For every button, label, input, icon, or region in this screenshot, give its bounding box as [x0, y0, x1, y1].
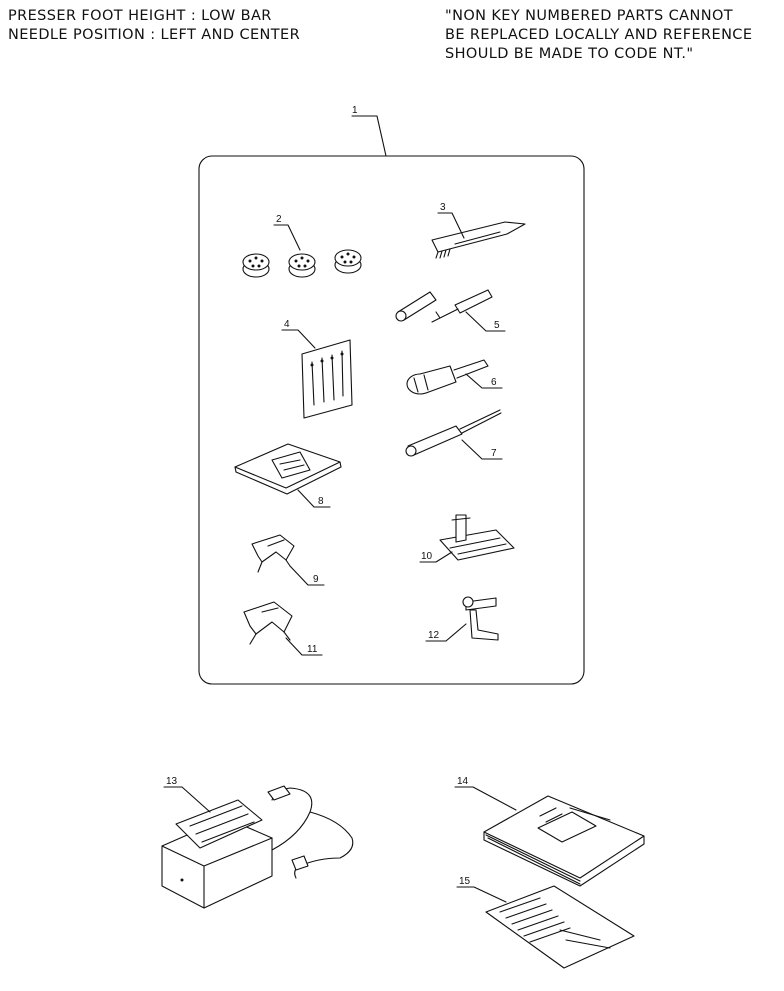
callout-label-3: 3 — [440, 202, 446, 213]
callout-label-5: 5 — [494, 320, 500, 331]
header-right: "NON KEY NUMBERED PARTS CANNOT BE REPLAC… — [445, 7, 752, 64]
small-screwdriver-illustration — [405, 409, 502, 457]
callout-label-6: 6 — [491, 377, 497, 388]
foot-controller-illustration — [161, 785, 354, 909]
needle-position-note: NEEDLE POSITION : LEFT AND CENTER — [8, 27, 301, 43]
lint-brush-illustration — [431, 221, 526, 259]
callout-label-12: 12 — [428, 630, 440, 641]
presser-foot-9-illustration — [251, 534, 295, 573]
presser-foot-11-illustration — [243, 601, 293, 645]
callout-3: 3 — [437, 202, 465, 239]
presser-foot-12-illustration — [462, 596, 499, 641]
accessory-box — [198, 155, 585, 685]
callout-13: 13 — [163, 776, 211, 813]
instruction-book-illustration — [483, 795, 645, 887]
callout-9: 9 — [289, 565, 325, 586]
callout-label-4: 4 — [284, 319, 290, 330]
callout-11: 11 — [285, 637, 323, 656]
seam-ripper-illustration — [395, 289, 493, 323]
callout-label-14: 14 — [457, 776, 469, 787]
callout-4: 4 — [281, 319, 316, 349]
presser-foot-10-illustration — [439, 514, 515, 561]
callout-6: 6 — [465, 373, 503, 389]
needle-pack-illustration — [301, 339, 353, 419]
callout-12: 12 — [425, 623, 467, 642]
callout-7: 7 — [461, 439, 503, 460]
callout-2: 2 — [273, 214, 301, 251]
callout-label-10: 10 — [421, 551, 433, 562]
large-screwdriver-illustration — [406, 359, 489, 395]
callout-10: 10 — [419, 551, 453, 563]
parts-note-line-3: SHOULD BE MADE TO CODE NT." — [445, 46, 694, 62]
callout-15: 15 — [456, 876, 507, 903]
callout-label-15: 15 — [459, 876, 471, 887]
callout-1: 1 — [351, 105, 387, 157]
callout-14: 14 — [454, 776, 517, 811]
parts-sheet-illustration — [485, 885, 635, 969]
parts-note-line-1: "NON KEY NUMBERED PARTS CANNOT — [445, 8, 734, 24]
callout-label-1: 1 — [352, 105, 358, 116]
header-left: PRESSER FOOT HEIGHT : LOW BAR NEEDLE POS… — [8, 7, 300, 45]
callout-5: 5 — [465, 311, 506, 332]
callout-label-2: 2 — [276, 214, 282, 225]
presser-foot-height-note: PRESSER FOOT HEIGHT : LOW BAR — [8, 8, 272, 24]
parts-note-line-2: BE REPLACED LOCALLY AND REFERENCE — [445, 27, 753, 43]
callout-label-9: 9 — [313, 574, 319, 585]
slide-plate-illustration — [234, 443, 342, 495]
callout-8: 8 — [297, 489, 331, 508]
bobbins-illustration — [242, 249, 362, 278]
callout-label-8: 8 — [318, 496, 324, 507]
callout-label-11: 11 — [307, 644, 318, 655]
callout-label-7: 7 — [491, 448, 497, 459]
callout-label-13: 13 — [166, 776, 178, 787]
